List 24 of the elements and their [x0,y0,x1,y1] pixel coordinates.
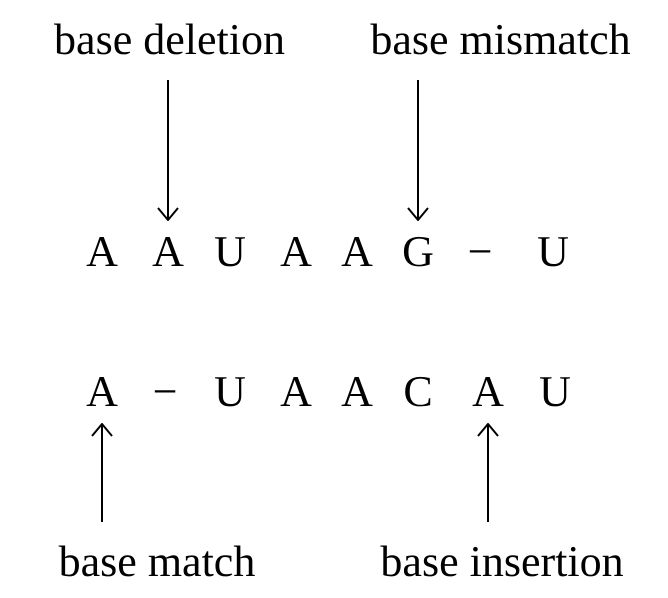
sequence-letter: A [77,226,127,278]
sequence-letter: C [393,366,443,418]
sequence-letter: A [332,226,382,278]
sequence-letter: − [140,366,190,418]
sequence-letter: A [271,366,321,418]
annotation-label: base insertion [380,536,624,588]
leader-arrow [91,423,113,522]
sequence-letter: U [530,366,580,418]
sequence-letter: U [528,226,578,278]
leader-arrow [157,80,179,221]
sequence-letter: A [271,226,321,278]
annotation-label: base match [58,536,256,588]
sequence-letter: U [205,366,255,418]
leader-arrow [477,423,499,522]
annotation-label: base deletion [54,14,285,66]
sequence-letter: − [455,226,505,278]
sequence-letter: A [463,366,513,418]
sequence-letter: G [393,226,443,278]
sequence-letter: A [332,366,382,418]
annotation-label: base mismatch [370,14,631,66]
sequence-letter: A [143,226,193,278]
sequence-letter: U [205,226,255,278]
sequence-letter: A [77,366,127,418]
leader-arrow [407,80,429,221]
